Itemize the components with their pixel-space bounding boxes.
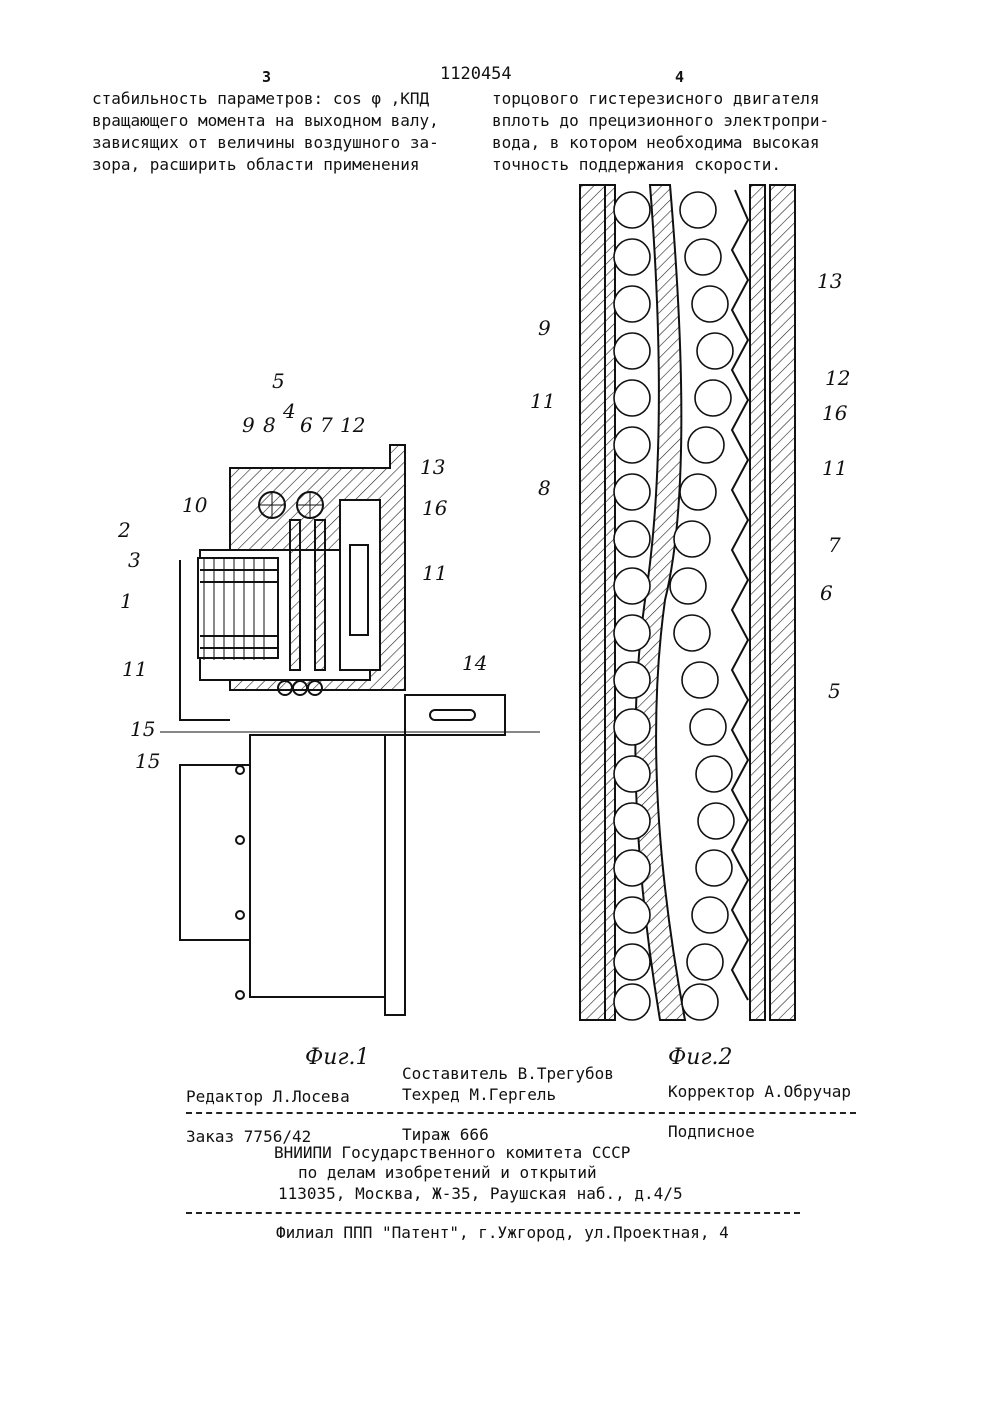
compiler: Составитель В.Трегубов (402, 1063, 614, 1085)
figure2-caption: Фиг.2 (668, 1045, 733, 1070)
fig1-label: 13 (420, 455, 445, 479)
figure1-caption: Фиг.1 (305, 1045, 370, 1070)
right-column-text: торцового гистерезисного двигателя вплот… (492, 88, 829, 176)
fig1-label: 5 (272, 370, 285, 393)
divider (186, 1212, 800, 1214)
techred: Техред М.Гергель (402, 1084, 556, 1106)
text-line: торцового гистерезисного двигателя (492, 88, 829, 110)
fig2-label: 12 (825, 366, 850, 390)
fig2-label: 9 (538, 316, 551, 340)
fig2-label: 8 (538, 476, 551, 500)
org-line-1: ВНИИПИ Государственного комитета СССР (274, 1142, 630, 1164)
fig1-label: 1 (120, 589, 133, 613)
fig1-label: 15 (135, 749, 160, 773)
patent-number: 1120454 (440, 64, 512, 84)
subscription: Подписное (668, 1121, 755, 1143)
page-number-right: 4 (675, 68, 684, 86)
figure2-drawing: 13 9 12 11 16 11 8 7 6 5 (520, 180, 880, 1030)
fig2-label: 5 (828, 679, 841, 703)
text-line: зора, расширить области применения (92, 154, 439, 176)
fig1-label: 9 (242, 413, 255, 437)
org-line-2: по делам изобретений и открытий (298, 1162, 597, 1184)
fig1-label: 8 (263, 413, 276, 437)
divider (186, 1112, 856, 1114)
fig1-label: 16 (422, 496, 448, 520)
figure1-drawing: 5 4 9 8 6 7 12 13 10 16 2 3 1 11 11 15 1… (100, 370, 540, 1030)
fig2-label: 16 (822, 401, 848, 425)
fig1-label: 7 (320, 413, 333, 437)
text-line: стабильность параметров: cos φ ,КПД (92, 88, 439, 110)
fig1-label: 4 (282, 399, 296, 423)
address: 113035, Москва, Ж-35, Раушская наб., д.4… (278, 1183, 683, 1205)
corrector: Корректор А.Обручар (668, 1081, 851, 1103)
fig2-label: 13 (817, 269, 842, 293)
fig1-label: 2 (117, 518, 131, 542)
branch: Филиал ППП "Патент", г.Ужгород, ул.Проек… (276, 1222, 729, 1244)
fig1-label: 11 (422, 561, 447, 585)
fig1-label: 12 (340, 413, 365, 437)
fig2-label: 11 (530, 389, 555, 413)
text-line: зависящих от величины воздушного за- (92, 132, 439, 154)
fig1-label: 3 (128, 548, 141, 572)
fig1-label: 15 (130, 717, 155, 741)
fig2-label: 6 (820, 581, 833, 605)
text-line: точность поддержания скорости. (492, 154, 829, 176)
fig1-label: 6 (300, 413, 313, 437)
fig1-label: 11 (122, 657, 147, 681)
editor: Редактор Л.Лосева (186, 1086, 350, 1108)
fig2-label: 11 (822, 456, 847, 480)
fig1-label: 14 (462, 651, 487, 675)
fig2-label: 7 (828, 533, 841, 557)
fig1-label: 10 (182, 493, 208, 517)
text-line: вплоть до прецизионного электропри- (492, 110, 829, 132)
text-line: вращающего момента на выходном валу, (92, 110, 439, 132)
left-column-text: стабильность параметров: cos φ ,КПД вращ… (92, 88, 439, 176)
text-line: вода, в котором необходима высокая (492, 132, 829, 154)
page-number-left: 3 (262, 68, 271, 86)
